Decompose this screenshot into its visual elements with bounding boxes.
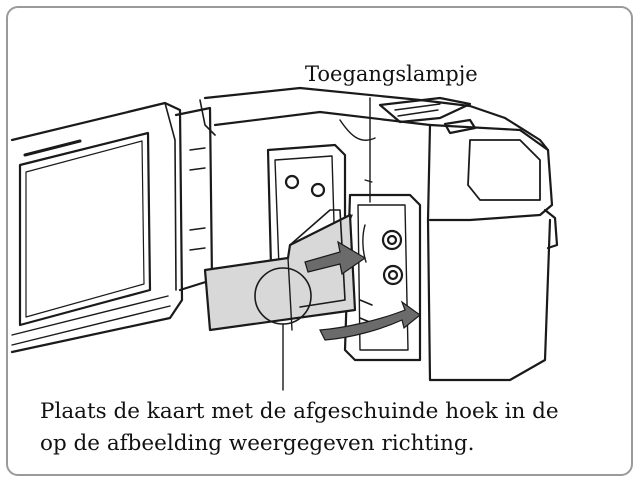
lcd-screen-panel bbox=[10, 101, 184, 354]
access-lamp-label: Toegangslampje bbox=[305, 62, 478, 86]
insert-arrow-icon bbox=[304, 240, 367, 276]
memory-card bbox=[203, 209, 357, 332]
hinge bbox=[174, 99, 216, 292]
caption-line-1: Plaats de kaart met de afgeschuinde hoek… bbox=[40, 399, 559, 424]
instruction-caption: Plaats de kaart met de afgeschuinde hoek… bbox=[40, 396, 630, 460]
caption-line-2: op de afbeelding weergegeven richting. bbox=[40, 431, 475, 456]
close-door-arrow-icon bbox=[319, 300, 421, 341]
camcorder-body bbox=[203, 86, 559, 382]
